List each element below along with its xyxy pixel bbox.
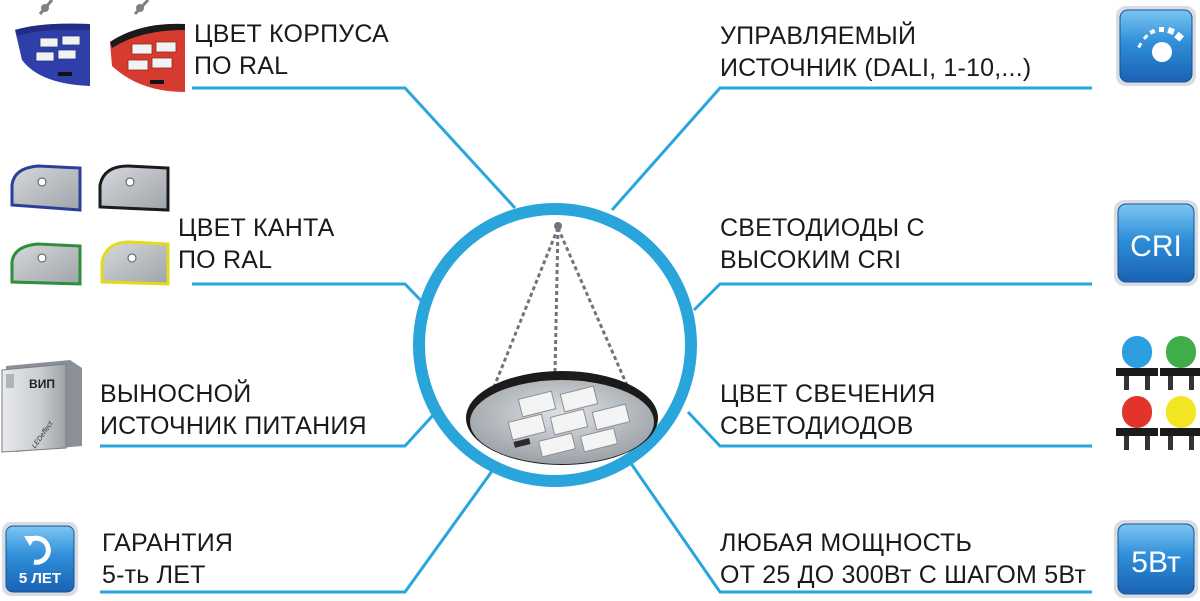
label-housing-color-line1: ЦВЕТ КОРПУСА [194, 20, 389, 48]
led-blue-icon [1116, 336, 1158, 390]
cri-badge-icon: CRI [1114, 200, 1198, 286]
label-warranty-line2: 5-ть ЛЕТ [102, 561, 206, 589]
warranty-badge-icon: 5 ЛЕТ [2, 522, 78, 596]
connector-edge [192, 282, 434, 314]
label-led-color-line2: СВЕТОДИОДОВ [720, 412, 914, 440]
label-high-cri-line2: ВЫСОКИМ CRI [720, 246, 902, 274]
label-dimmable-line1: УПРАВЛЯЕМЫЙ [720, 22, 917, 50]
connector-cri [692, 282, 1092, 312]
led-yellow-icon [1160, 396, 1200, 450]
label-warranty-line1: ГАРАНТИЯ [102, 529, 234, 557]
cri-badge-text: CRI [1130, 230, 1182, 263]
housing-samples-icon [15, 0, 185, 92]
label-power: ЛЮБАЯ МОЩНОСТЬ ОТ 25 ДО 300Вт С ШАГОМ 5В… [720, 527, 1086, 591]
connector-driver [100, 400, 447, 448]
label-housing-color-line2: ПО RAL [194, 52, 289, 80]
label-edge-color-line2: ПО RAL [178, 246, 273, 274]
label-high-cri-line1: СВЕТОДИОДЫ С [720, 214, 925, 242]
led-colors-icon [1116, 336, 1200, 450]
label-edge-color: ЦВЕТ КАНТА ПО RAL [178, 212, 334, 276]
label-dimmable-line2: ИСТОЧНИК (DALI, 1-10,...) [720, 54, 1032, 82]
label-edge-color-line1: ЦВЕТ КАНТА [178, 214, 335, 242]
dimmer-badge-icon [1116, 6, 1196, 86]
led-red-icon [1116, 396, 1158, 450]
label-remote-driver-line1: ВЫНОСНОЙ [100, 380, 252, 408]
driver-cabinet-icon: ВИП LEDeffect [1, 360, 82, 453]
label-remote-driver: ВЫНОСНОЙ ИСТОЧНИК ПИТАНИЯ [100, 378, 367, 442]
label-dimmable: УПРАВЛЯЕМЫЙ ИСТОЧНИК (DALI, 1-10,...) [720, 20, 1031, 84]
label-led-color: ЦВЕТ СВЕЧЕНИЯ СВЕТОДИОДОВ [720, 378, 935, 442]
label-remote-driver-line2: ИСТОЧНИК ПИТАНИЯ [100, 412, 367, 440]
connector-dimmable [610, 86, 1092, 211]
warranty-badge-text: 5 ЛЕТ [19, 570, 61, 587]
connector-power [628, 461, 1092, 594]
label-power-line2: ОТ 25 ДО 300Вт С ШАГОМ 5Вт [720, 561, 1087, 589]
central-luminaire [413, 203, 697, 487]
led-green-icon [1160, 336, 1200, 390]
label-high-cri: СВЕТОДИОДЫ С ВЫСОКИМ CRI [720, 212, 925, 276]
label-power-line1: ЛЮБАЯ МОЩНОСТЬ [720, 529, 973, 557]
cabinet-label: ВИП [29, 377, 55, 391]
label-led-color-line1: ЦВЕТ СВЕЧЕНИЯ [720, 380, 936, 408]
power-badge-text: 5Вт [1131, 546, 1181, 579]
connector-lines [100, 86, 1092, 594]
edge-samples-icon [10, 164, 170, 286]
label-housing-color: ЦВЕТ КОРПУСА ПО RAL [194, 18, 389, 82]
connector-led-color [686, 410, 1092, 448]
connector-warranty [100, 459, 502, 594]
connector-housing [192, 86, 517, 210]
power-badge-icon: 5Вт [1114, 520, 1198, 598]
label-warranty: ГАРАНТИЯ 5-ть ЛЕТ [102, 527, 233, 591]
